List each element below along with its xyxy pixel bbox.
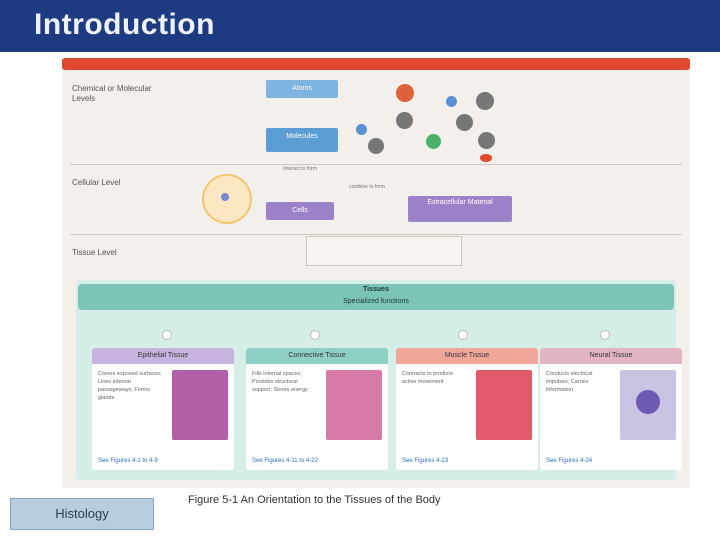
cell-nucleus: [221, 193, 229, 201]
card-link[interactable]: See Figures 4-1 to 4-9: [98, 458, 158, 464]
molecules-box: Molecules: [266, 128, 338, 152]
epithelial-micrograph: [172, 370, 228, 440]
card-link[interactable]: See Figures 4-23: [402, 458, 449, 464]
histology-button[interactable]: Histology: [10, 498, 154, 530]
tissue-card-connective: Connective Tissue Fills internal spaces;…: [246, 348, 388, 470]
figure-panel: Chemical or Molecular Levels Cellular Le…: [62, 58, 690, 488]
level-chemical: Chemical or Molecular Levels: [72, 84, 152, 103]
card-link[interactable]: See Figures 4-24: [546, 458, 593, 464]
level-cellular: Cellular Level: [72, 178, 121, 187]
atom-gray-3: [456, 114, 473, 131]
interact-label: Interact to form: [283, 166, 317, 172]
atom-gray-4: [478, 132, 495, 149]
figure-top-bar: [62, 58, 690, 70]
card-text: Covers exposed surfaces; Lines internal …: [98, 371, 162, 401]
card-text: Conducts electrical impulses; Carries in…: [546, 371, 593, 393]
card-link[interactable]: See Figures 4-11 to 4-22: [252, 458, 318, 464]
card-title: Connective Tissue: [246, 348, 388, 364]
level-tissue: Tissue Level: [72, 248, 117, 257]
tissues-subtitle: Specialized functions: [343, 298, 409, 305]
tissue-card-muscle: Muscle Tissue Contracts to produce activ…: [396, 348, 538, 470]
card-title: Neural Tissue: [540, 348, 682, 364]
combine-label: combine to form: [349, 184, 385, 190]
muscle-micrograph: [476, 370, 532, 440]
connector-3: [458, 330, 468, 340]
divider-2: [70, 234, 682, 235]
connective-micrograph: [326, 370, 382, 440]
atoms-box: Atoms: [266, 80, 338, 98]
atom-gray-2: [396, 112, 413, 129]
tissue-card-neural: Neural Tissue Conducts electrical impuls…: [540, 348, 682, 470]
atom-green: [426, 134, 441, 149]
atom-blue: [446, 96, 457, 107]
card-text: Contracts to produce active movement: [402, 371, 454, 385]
figure-caption: Figure 5-1 An Orientation to the Tissues…: [188, 494, 441, 506]
header-bar: [0, 0, 720, 52]
connector-2: [310, 330, 320, 340]
card-text: Fills internal spaces; Provides structur…: [252, 371, 308, 393]
neuron-shape: [636, 390, 660, 414]
atom-red: [396, 84, 414, 102]
tissue-merge-frame: [306, 236, 462, 266]
card-title: Muscle Tissue: [396, 348, 538, 364]
atom-gray-5: [368, 138, 384, 154]
atom-red-2: [480, 154, 492, 162]
card-title: Epithelial Tissue: [92, 348, 234, 364]
connector-1: [162, 330, 172, 340]
connector-4: [600, 330, 610, 340]
tissues-header: Tissues Specialized functions: [78, 284, 674, 310]
tissues-title: Tissues: [363, 286, 389, 293]
divider-1: [70, 164, 682, 165]
neural-micrograph: [620, 370, 676, 440]
extracellular-box: Extracellular Material: [408, 196, 512, 222]
tissue-card-epithelial: Epithelial Tissue Covers exposed surface…: [92, 348, 234, 470]
slide-title: Introduction: [34, 8, 215, 41]
atom-blue-2: [356, 124, 367, 135]
cells-box: Cells: [266, 202, 334, 220]
atom-gray-1: [476, 92, 494, 110]
